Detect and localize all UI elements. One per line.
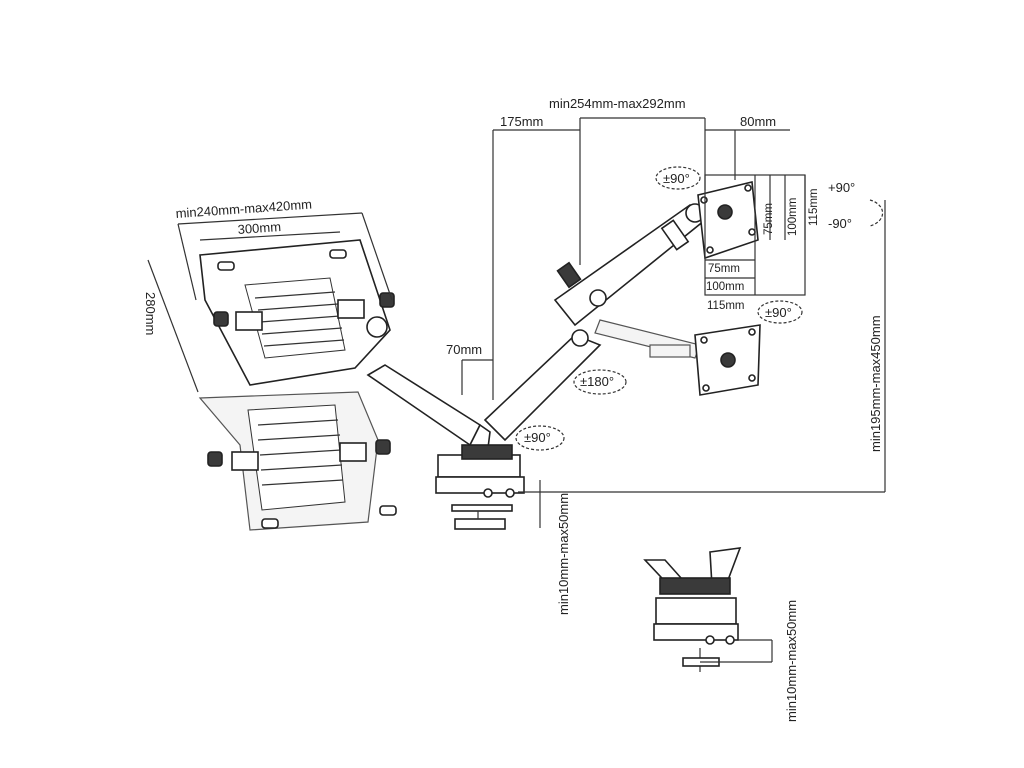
pole-height-label: 175mm — [500, 114, 543, 129]
rotation-head-label: ±90° — [765, 305, 792, 320]
vesa-plate-lower — [694, 324, 761, 396]
tray-inner-width-label: 300mm — [237, 219, 281, 237]
laptop-tray-upper — [199, 239, 395, 386]
rotation-arcs — [515, 166, 884, 451]
vesa-v115-label: 115mm — [808, 189, 820, 227]
left-arm — [366, 364, 491, 449]
vesa-v75-label: 75mm — [763, 203, 775, 235]
swivel-base-label: ±90° — [524, 430, 551, 445]
laptop-tray-lower — [198, 391, 397, 531]
right-arm — [483, 203, 707, 442]
vertical-range-label: min195mm-max450mm — [868, 315, 883, 452]
tilt-up-label: +90° — [828, 180, 855, 195]
vesa-h75-label: 75mm — [708, 263, 740, 275]
vesa-plate-upper — [697, 181, 759, 260]
extension-label: min254mm-max292mm — [549, 96, 686, 111]
vesa-h115-label: 115mm — [707, 300, 745, 312]
clamp-thickness-main-label: min10mm-max50mm — [556, 493, 571, 615]
clamp-base — [435, 444, 525, 530]
swivel-head-label: ±90° — [663, 171, 690, 186]
clamp-thickness-detail-label: min10mm-max50mm — [784, 600, 799, 722]
dimension-lines — [147, 117, 886, 528]
vesa-h100-label: 100mm — [706, 281, 744, 293]
swivel-mid-label: ±180° — [580, 374, 614, 389]
vesa-v100-label: 100mm — [787, 198, 799, 236]
head-offset-label: 80mm — [740, 114, 776, 129]
base-offset-label: 70mm — [446, 342, 482, 357]
tray-depth-label: 280mm — [143, 292, 158, 335]
clamp-detail — [643, 547, 773, 672]
vesa-dimension-box — [704, 174, 806, 296]
tilt-down-label: -90° — [828, 216, 852, 231]
